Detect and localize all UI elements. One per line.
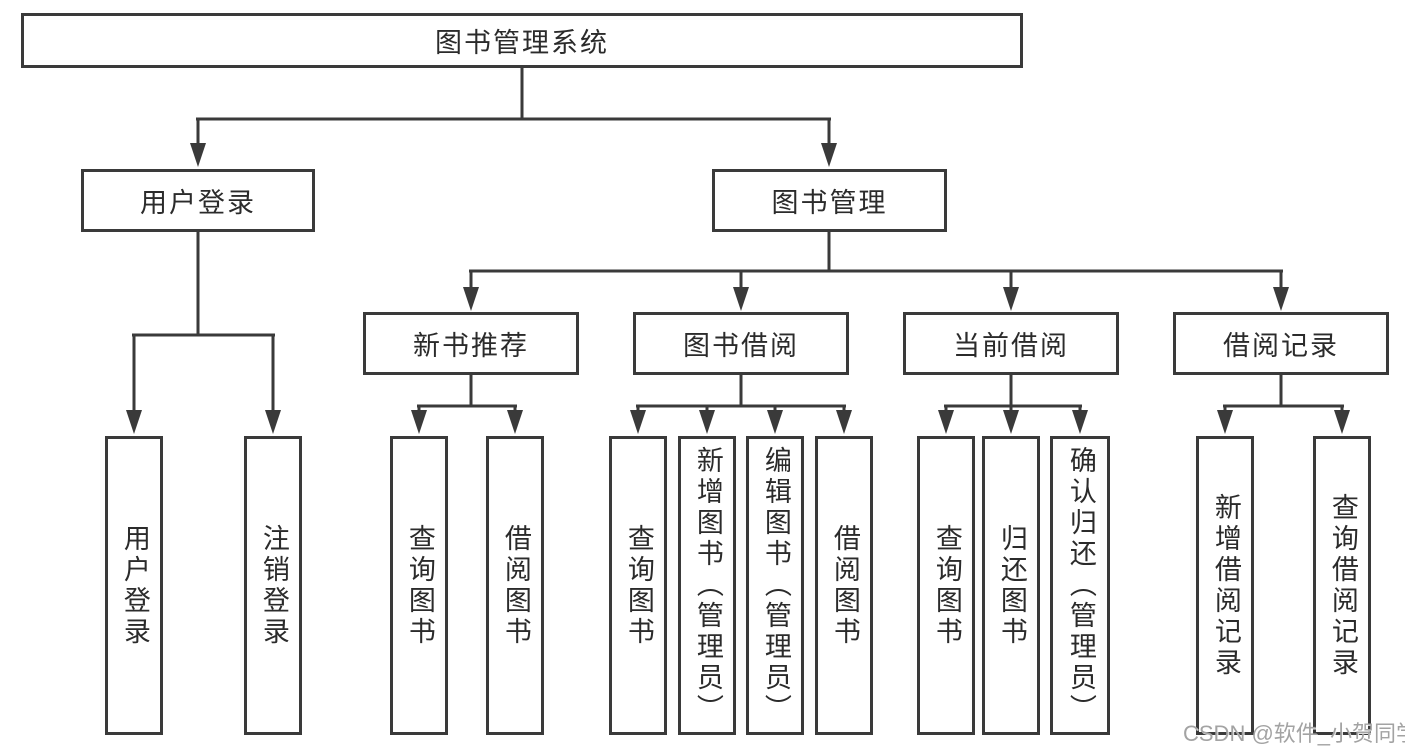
node-new-book-recommend: 新书推荐 <box>363 312 579 375</box>
node-root-label: 图书管理系统 <box>435 28 609 58</box>
leaf-query-books-current: 查询图书 <box>917 436 975 735</box>
leaf-query-books-recommend: 查询图书 <box>390 436 448 735</box>
node-book-borrowing-label: 图书借阅 <box>683 331 799 361</box>
leaf-user-login-label: 用户登录 <box>119 523 150 648</box>
leaf-query-books-borrowing-label: 查询图书 <box>623 523 654 648</box>
leaf-borrow-books-borrowing: 借阅图书 <box>815 436 873 735</box>
leaf-return-book: 归还图书 <box>982 436 1040 735</box>
leaf-borrow-books-recommend: 借阅图书 <box>486 436 544 735</box>
node-borrowing-records-label: 借阅记录 <box>1223 331 1339 361</box>
leaf-borrow-books-recommend-label: 借阅图书 <box>500 523 531 648</box>
leaf-borrow-books-borrowing-label: 借阅图书 <box>829 523 860 648</box>
node-borrowing-records: 借阅记录 <box>1173 312 1389 375</box>
leaf-logout-label: 注销登录 <box>258 523 289 648</box>
node-current-borrowing: 当前借阅 <box>903 312 1119 375</box>
node-book-borrowing: 图书借阅 <box>633 312 849 375</box>
leaf-confirm-return-admin: 确认归还（管理员） <box>1050 436 1110 735</box>
node-book-management-label: 图书管理 <box>771 188 888 218</box>
leaf-add-book-admin-label: 新增图书（管理员） <box>692 446 723 725</box>
leaf-query-borrow-record: 查询借阅记录 <box>1313 436 1371 735</box>
leaf-query-borrow-record-label: 查询借阅记录 <box>1327 492 1358 679</box>
node-new-book-recommend-label: 新书推荐 <box>413 331 529 361</box>
node-current-borrowing-label: 当前借阅 <box>953 331 1069 361</box>
leaf-user-login: 用户登录 <box>105 436 163 735</box>
leaf-query-books-recommend-label: 查询图书 <box>404 523 435 648</box>
leaf-query-books-current-label: 查询图书 <box>931 523 962 648</box>
leaf-logout: 注销登录 <box>244 436 302 735</box>
leaf-confirm-return-admin-label: 确认归还（管理员） <box>1065 446 1096 725</box>
leaf-add-book-admin: 新增图书（管理员） <box>678 436 736 735</box>
node-user-login-label: 用户登录 <box>140 188 256 218</box>
node-user-login: 用户登录 <box>81 169 315 232</box>
leaf-return-book-label: 归还图书 <box>996 523 1027 648</box>
leaf-edit-book-admin: 编辑图书（管理员） <box>746 436 804 735</box>
node-book-management: 图书管理 <box>712 169 947 232</box>
csdn-watermark: CSDN @软件_小贺同学 <box>1183 721 1405 746</box>
node-root: 图书管理系统 <box>21 13 1023 68</box>
leaf-query-books-borrowing: 查询图书 <box>609 436 667 735</box>
leaf-add-borrow-record: 新增借阅记录 <box>1196 436 1254 735</box>
leaf-add-borrow-record-label: 新增借阅记录 <box>1210 492 1241 679</box>
leaf-edit-book-admin-label: 编辑图书（管理员） <box>760 446 791 725</box>
